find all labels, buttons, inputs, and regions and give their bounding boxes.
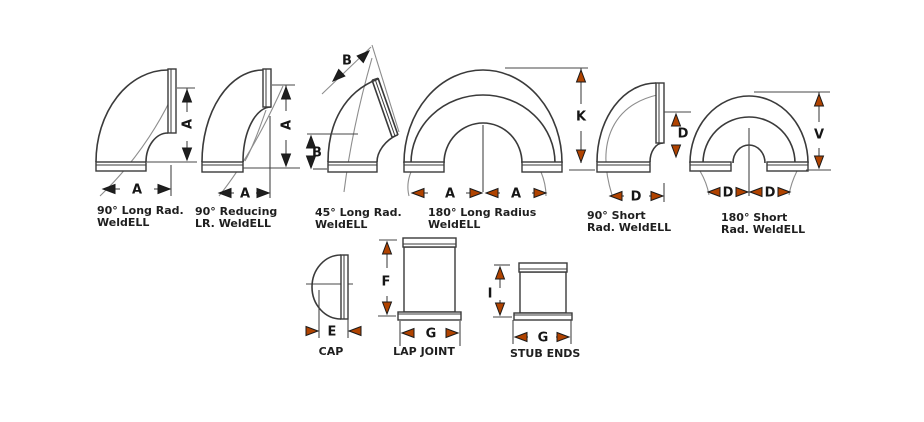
label-90-reducing-lr-weldell: 90° Reducing LR. WeldELL: [195, 205, 278, 230]
label-stub-ends: STUB ENDS: [510, 347, 581, 360]
dim-letter: V: [814, 128, 824, 143]
end-flange: [521, 161, 563, 173]
dim-letter: B: [342, 54, 352, 69]
weld-bevel-strip: [262, 68, 272, 108]
dim-letter: I: [488, 287, 493, 302]
weld-bevel-strip: [371, 77, 399, 138]
dim-letter: F: [382, 275, 391, 290]
dim-letter: B: [312, 146, 322, 161]
weld-bevel-strip: [655, 82, 665, 144]
dim-letter: G: [538, 331, 549, 346]
label-45-long-rad-weldell: 45° Long Rad. WeldELL: [315, 206, 402, 231]
figure-lap-joint: F G: [378, 237, 462, 346]
weld-bevel-strip: [167, 68, 177, 134]
figure-180-short-rad-weldell: V D D: [689, 91, 831, 201]
dim-letter: A: [240, 187, 250, 202]
figure-180-long-radius-weldell: K A A: [403, 67, 595, 202]
dim-letter: D: [678, 127, 689, 142]
dim-letter: A: [511, 187, 521, 202]
end-flange: [689, 161, 732, 172]
dim-letter: A: [445, 187, 455, 202]
end-flange: [596, 161, 651, 173]
dim-letter: K: [576, 110, 587, 125]
figure-45-long-rad-weldell: B B: [306, 44, 400, 193]
dim-letter: E: [328, 325, 337, 340]
dim-letter: A: [181, 119, 196, 129]
label-180-long-radius-weldell: 180° Long Radius WeldELL: [428, 206, 537, 231]
dim-letter: D: [631, 190, 642, 205]
figure-stub-ends: I G: [488, 262, 573, 346]
figure-90-short-rad-weldell: D D: [596, 82, 691, 205]
cap-face: [340, 254, 349, 320]
label-90-long-rad-weldell: 90° Long Rad. WeldELL: [97, 204, 184, 229]
end-flange: [403, 161, 445, 173]
label-180-short-rad-weldell: 180° Short Rad. WeldELL: [721, 211, 806, 236]
stub-end-body: [513, 262, 573, 321]
end-flange: [766, 161, 809, 172]
dim-letter: A: [280, 120, 295, 130]
lap-joint-body: [397, 237, 462, 321]
label-lap-joint: LAP JOINT: [393, 345, 455, 358]
dim-letter: G: [426, 327, 437, 342]
dim-letter: D: [723, 186, 734, 201]
dim-letter: A: [132, 183, 142, 198]
figure-90-reducing-lr-weldell: A A: [201, 68, 300, 202]
figure-cap: E: [305, 254, 362, 340]
label-cap: CAP: [318, 345, 344, 358]
end-flange: [327, 161, 378, 173]
label-90-short-rad-weldell: 90° Short Rad. WeldELL: [587, 209, 672, 234]
dim-letter: D: [765, 186, 776, 201]
end-flange: [95, 161, 147, 172]
figure-90-long-rad-weldell: A A: [95, 68, 197, 198]
end-flange: [201, 161, 244, 173]
